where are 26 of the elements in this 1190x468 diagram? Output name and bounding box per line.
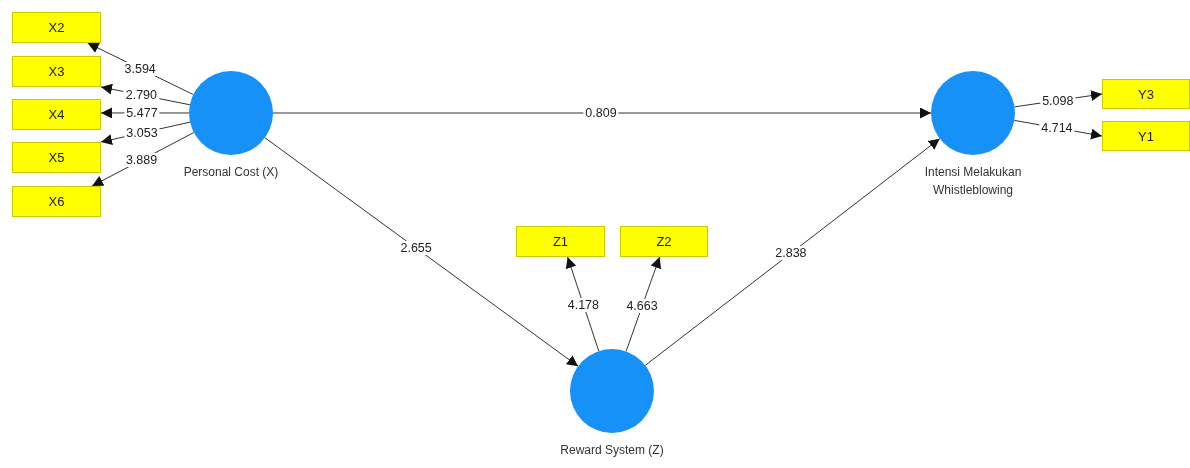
edge-label: 2.655 — [398, 241, 434, 256]
edge-label: 2.838 — [773, 246, 809, 261]
indicator-box: X5 — [12, 142, 101, 173]
edge-label: 4.178 — [565, 297, 601, 312]
indicator-box: Y1 — [1102, 121, 1190, 151]
indicator-box: X4 — [12, 99, 101, 130]
edge-label: 5.477 — [124, 105, 160, 120]
edge-label: 3.889 — [123, 153, 160, 167]
construct-label: Intensi Melakukan Whistleblowing — [923, 164, 1023, 199]
indicator-box: X3 — [12, 56, 101, 87]
indicator-box: Z2 — [620, 226, 708, 257]
edge-label: 3.594 — [122, 61, 158, 76]
edge-label: 4.663 — [624, 299, 660, 314]
edge-label: 4.714 — [1039, 120, 1075, 135]
construct-label: Reward System (Z) — [559, 442, 665, 459]
edge-label: 5.098 — [1040, 93, 1076, 108]
indicator-box: X2 — [12, 12, 101, 43]
construct-label: Personal Cost (X) — [182, 164, 280, 181]
arrow — [272, 107, 932, 119]
indicator-box: X6 — [12, 186, 101, 217]
indicator-box: Y3 — [1102, 79, 1190, 109]
edge-label: 3.053 — [124, 125, 160, 140]
arrow — [644, 138, 941, 366]
indicator-box: Z1 — [516, 226, 605, 257]
arrow — [264, 137, 579, 367]
edge-label: 0.809 — [583, 106, 619, 120]
